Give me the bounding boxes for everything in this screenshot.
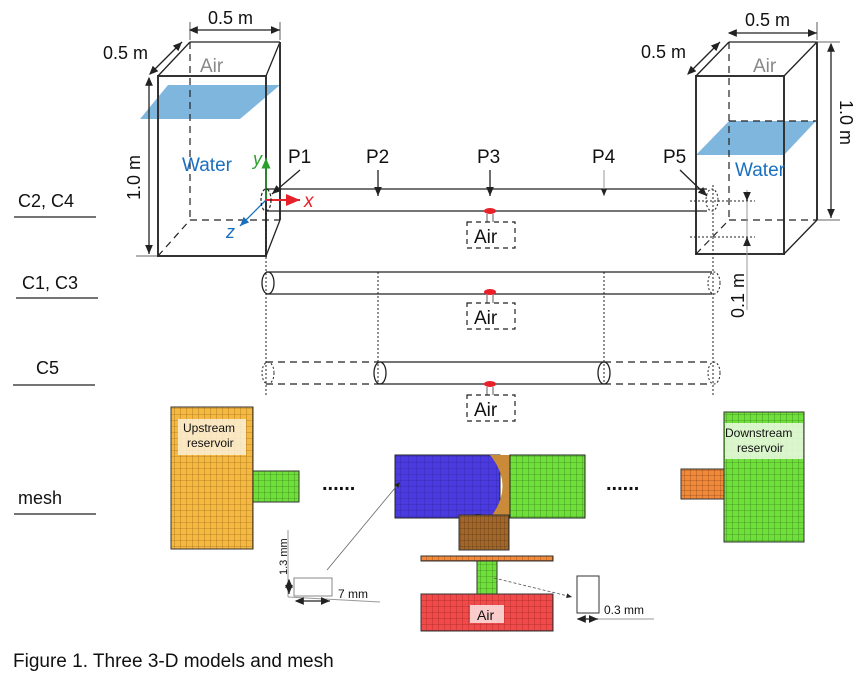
case-label: C5 <box>36 358 59 378</box>
upstream-air-label: Air <box>200 56 224 77</box>
mesh-label: mesh <box>18 488 62 508</box>
cell-length-dim: 7 mm <box>338 587 368 601</box>
air-label: Air <box>474 308 498 329</box>
point-label-p2: P2 <box>366 147 389 168</box>
case-c1-c3: C1, C3 Air <box>16 271 721 330</box>
downstream-water-surface <box>696 121 816 155</box>
upstream-mesh-label: Upstream <box>183 421 235 435</box>
pipe-mesh-blue <box>394 454 501 519</box>
coordinate-axes: y x z <box>225 149 315 242</box>
point-label-p1: P1 <box>288 147 311 168</box>
point-label-p4: P4 <box>592 147 616 168</box>
downstream-width-dim: 0.5 m <box>745 10 790 30</box>
downstream-mesh-label: Downstream <box>725 426 792 440</box>
upstream-water-label: Water <box>182 155 233 176</box>
case-label: C2, C4 <box>18 191 74 211</box>
upstream-water-surface <box>140 85 280 119</box>
downstream-water-label: Water <box>735 160 786 181</box>
inlet-width-dim: 0.3 mm <box>604 603 644 617</box>
air-label: Air <box>474 227 498 248</box>
air-inlet <box>484 208 496 214</box>
upstream-depth-dim: 0.5 m <box>103 43 148 63</box>
air-label: Air <box>474 400 498 421</box>
pipe-offset-dim: 0.1 m <box>728 273 748 318</box>
upstream-reservoir: Air Water 0.5 m 0.5 m 1.0 m <box>103 8 281 257</box>
downstream-height-dim: 1.0 m <box>836 100 856 145</box>
axis-y-label: y <box>251 149 263 169</box>
mesh-section: mesh Upstream reservoir ...... ...... Ai… <box>14 406 805 632</box>
downstream-reservoir: Air Water 0.5 m 0.5 m 1.0 m 0.1 m <box>641 10 856 318</box>
ellipsis-right: ...... <box>606 473 639 495</box>
inlet-air-label: Air <box>477 607 494 623</box>
figure-caption: Figure 1. Three 3-D models and mesh <box>13 651 334 672</box>
cell-height-dim: 1.3 mm <box>278 538 290 575</box>
point-label-p5: P5 <box>663 147 686 168</box>
svg-text:reservoir: reservoir <box>737 441 784 455</box>
case-label: C1, C3 <box>22 273 78 293</box>
upstream-width-dim: 0.5 m <box>208 8 253 28</box>
downstream-air-label: Air <box>753 56 777 77</box>
point-label-p3: P3 <box>477 147 500 168</box>
case-c5: C5 Air <box>13 358 721 422</box>
case-c2-c4: C2, C4 Air P1 P2 P3 P4 P5 <box>14 147 719 249</box>
axis-x-label: x <box>303 191 315 212</box>
axis-z-label: z <box>225 222 235 242</box>
guide-lines <box>265 185 714 395</box>
upstream-height-dim: 1.0 m <box>124 155 144 200</box>
svg-text:reservoir: reservoir <box>187 436 234 450</box>
downstream-depth-dim: 0.5 m <box>641 42 686 62</box>
ellipsis-left: ...... <box>322 473 355 495</box>
